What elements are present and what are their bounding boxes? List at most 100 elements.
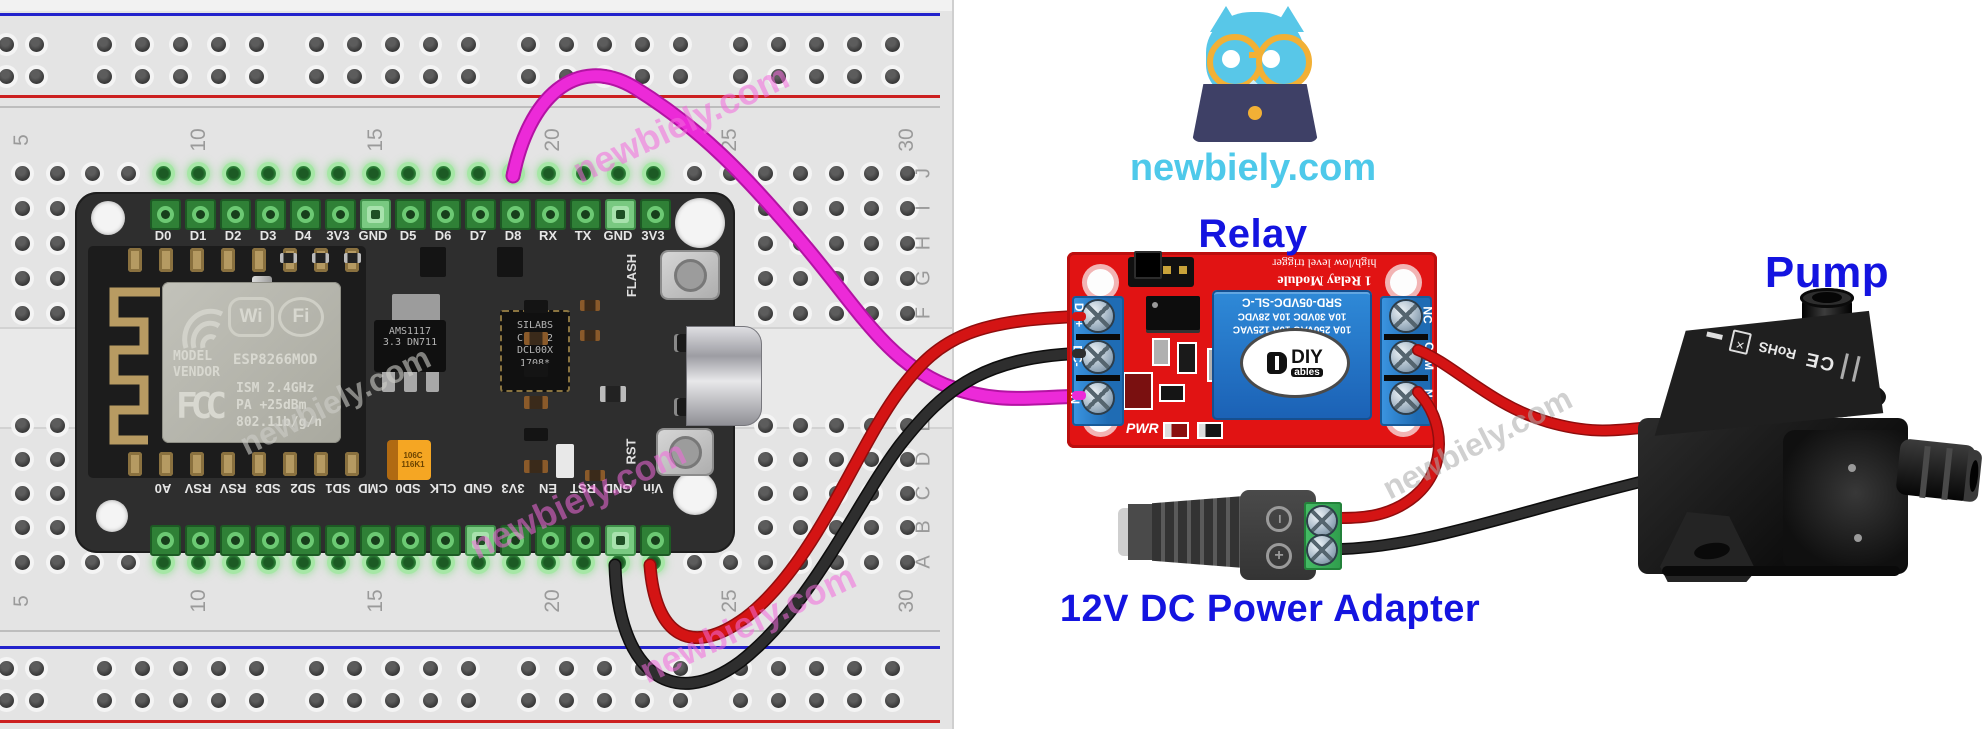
pin-label-top: D1	[189, 228, 207, 243]
row-letter: H	[912, 235, 935, 251]
row-letter: C	[912, 485, 935, 501]
pin-socket	[359, 524, 391, 556]
breadboard-hole	[120, 554, 136, 570]
breadboard-hole	[295, 165, 311, 181]
negative-polarity-icon: −	[1266, 506, 1292, 532]
mounting-hole	[673, 471, 717, 515]
smd-component	[524, 364, 548, 377]
breadboard-hole	[460, 660, 476, 676]
breadboard-hole	[846, 68, 862, 84]
breadboard-hole	[793, 417, 809, 433]
terminal-screw-com	[1391, 342, 1421, 372]
breadboard-hole	[365, 554, 381, 570]
breadboard-hole	[96, 36, 112, 52]
breadboard-hole	[540, 165, 556, 181]
breadboard-hole	[864, 417, 880, 433]
breadboard-hole	[864, 519, 880, 535]
pin-socket	[639, 524, 671, 556]
breadboard-hole	[248, 68, 264, 84]
breadboard-hole	[828, 305, 844, 321]
breadboard-hole	[520, 660, 536, 676]
adapter-label: 12V DC Power Adapter	[1059, 588, 1481, 630]
site-logo-text: newbiely.com	[1129, 147, 1377, 189]
breadboard-hole	[435, 554, 451, 570]
breadboard-hole	[49, 235, 65, 251]
pin-socket	[324, 198, 356, 230]
row-letter: B	[912, 520, 935, 534]
jumper-pin	[1163, 266, 1171, 274]
com-pump-wire	[1413, 345, 1670, 435]
breadboard-hole	[0, 68, 14, 84]
breadboard-hole	[460, 692, 476, 708]
bottom-rail-red-line	[0, 720, 940, 723]
breadboard-hole	[757, 485, 773, 501]
terminal-screw-dc-minus	[1083, 342, 1113, 372]
breadboard-hole	[96, 68, 112, 84]
breadboard-hole	[770, 36, 786, 52]
diyables-logo: DIY ables	[1240, 328, 1350, 398]
pcb-antenna-icon	[109, 287, 160, 445]
chip-dot	[1152, 302, 1158, 308]
row-letter: J	[912, 168, 935, 178]
breadboard-hole	[49, 165, 65, 181]
flash-button	[662, 252, 718, 298]
breadboard-top-margin	[0, 0, 952, 11]
relay-cube: 10A 250VAC 10A 125VAC 10A 30VDC 10A 28VD…	[1212, 290, 1372, 420]
column-number: 15	[364, 128, 387, 152]
laptop-logo-dot	[1248, 106, 1262, 120]
pin-socket	[184, 198, 216, 230]
breadboard-hole	[672, 692, 688, 708]
breadboard-hole	[330, 554, 346, 570]
shield-module-text: ESP8266MOD	[233, 352, 318, 368]
breadboard-hole	[645, 165, 661, 181]
diyables-icon	[1267, 352, 1288, 374]
breadboard-hole	[460, 68, 476, 84]
column-number: 20	[541, 589, 564, 613]
breadboard-hole	[260, 554, 276, 570]
adapter-screw-negative	[1308, 536, 1336, 564]
column-number: 10	[187, 589, 210, 613]
breadboard-hole	[808, 692, 824, 708]
breadboard-hole	[14, 451, 30, 467]
breadboard-hole	[520, 692, 536, 708]
relay-mounting-hole	[1390, 269, 1417, 296]
column-number: 20	[541, 128, 564, 152]
breadboard-hole	[49, 554, 65, 570]
wifi-logo-right: Fi	[278, 297, 324, 337]
breadboard-hole	[422, 660, 438, 676]
breadboard-hole	[14, 200, 30, 216]
esp-pad	[159, 452, 173, 476]
breadboard-hole	[190, 554, 206, 570]
barrel-jack-ribs	[1152, 496, 1244, 568]
breadboard-hole	[732, 68, 748, 84]
pin-label-top: D7	[469, 228, 487, 243]
breadboard-hole	[757, 417, 773, 433]
breadboard-hole	[470, 165, 486, 181]
breadboard-hole	[793, 554, 809, 570]
breadboard-hole	[793, 235, 809, 251]
breadboard-hole	[520, 68, 536, 84]
breadboard-hole	[49, 451, 65, 467]
breadboard-hole	[422, 692, 438, 708]
mounting-hole	[91, 201, 125, 235]
breadboard-hole	[134, 68, 150, 84]
breadboard-hole	[384, 36, 400, 52]
smd-resistor	[585, 470, 605, 481]
regulator-tab	[392, 294, 440, 322]
breadboard-hole	[610, 554, 626, 570]
smd-resistor	[312, 253, 329, 263]
breadboard-hole	[793, 305, 809, 321]
pin-socket	[429, 524, 461, 556]
breadboard-hole	[49, 270, 65, 286]
breadboard-hole	[808, 36, 824, 52]
positive-polarity-icon: +	[1266, 543, 1292, 569]
breadboard-hole	[558, 660, 574, 676]
breadboard-hole	[828, 165, 844, 181]
breadboard-hole	[828, 235, 844, 251]
mounting-hole	[675, 198, 725, 248]
breadboard-hole	[96, 692, 112, 708]
breadboard-hole	[808, 660, 824, 676]
breadboard-hole	[520, 36, 536, 52]
shield-standard-text: 802.11b/g/n	[236, 415, 323, 430]
pin-label-top: 3V3	[326, 228, 350, 243]
